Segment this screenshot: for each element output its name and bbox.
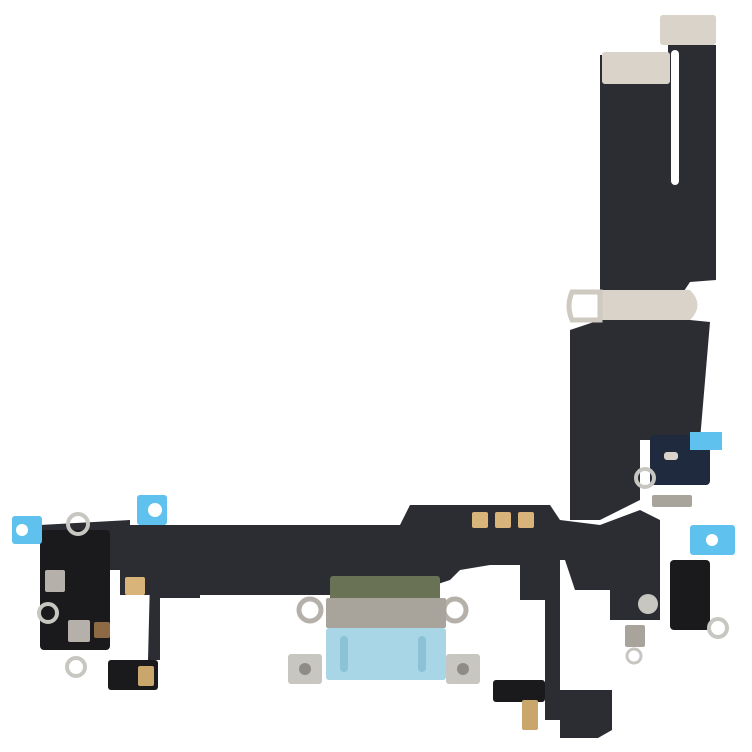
- mid-branch: [545, 580, 560, 720]
- mid-branch-tab: [560, 690, 612, 738]
- right-antenna-module: [625, 432, 735, 665]
- top-connector-plate-1: [660, 15, 716, 45]
- gold-pad-2: [495, 512, 511, 528]
- left-mic-icon: [138, 666, 154, 686]
- gold-pad-1: [472, 512, 488, 528]
- mid-mic-icon: [522, 700, 538, 730]
- gold-pad-left: [125, 577, 145, 595]
- left-antenna-module: [12, 495, 167, 678]
- usb-c-port: [288, 576, 480, 684]
- top-connector-plate-2: [602, 52, 670, 84]
- gold-pad-3: [518, 512, 534, 528]
- mid-mic-board: [493, 680, 545, 702]
- upper-flex-ribbon: [570, 45, 716, 520]
- left-branch: [148, 580, 200, 660]
- middle-steel-plate: [566, 289, 698, 323]
